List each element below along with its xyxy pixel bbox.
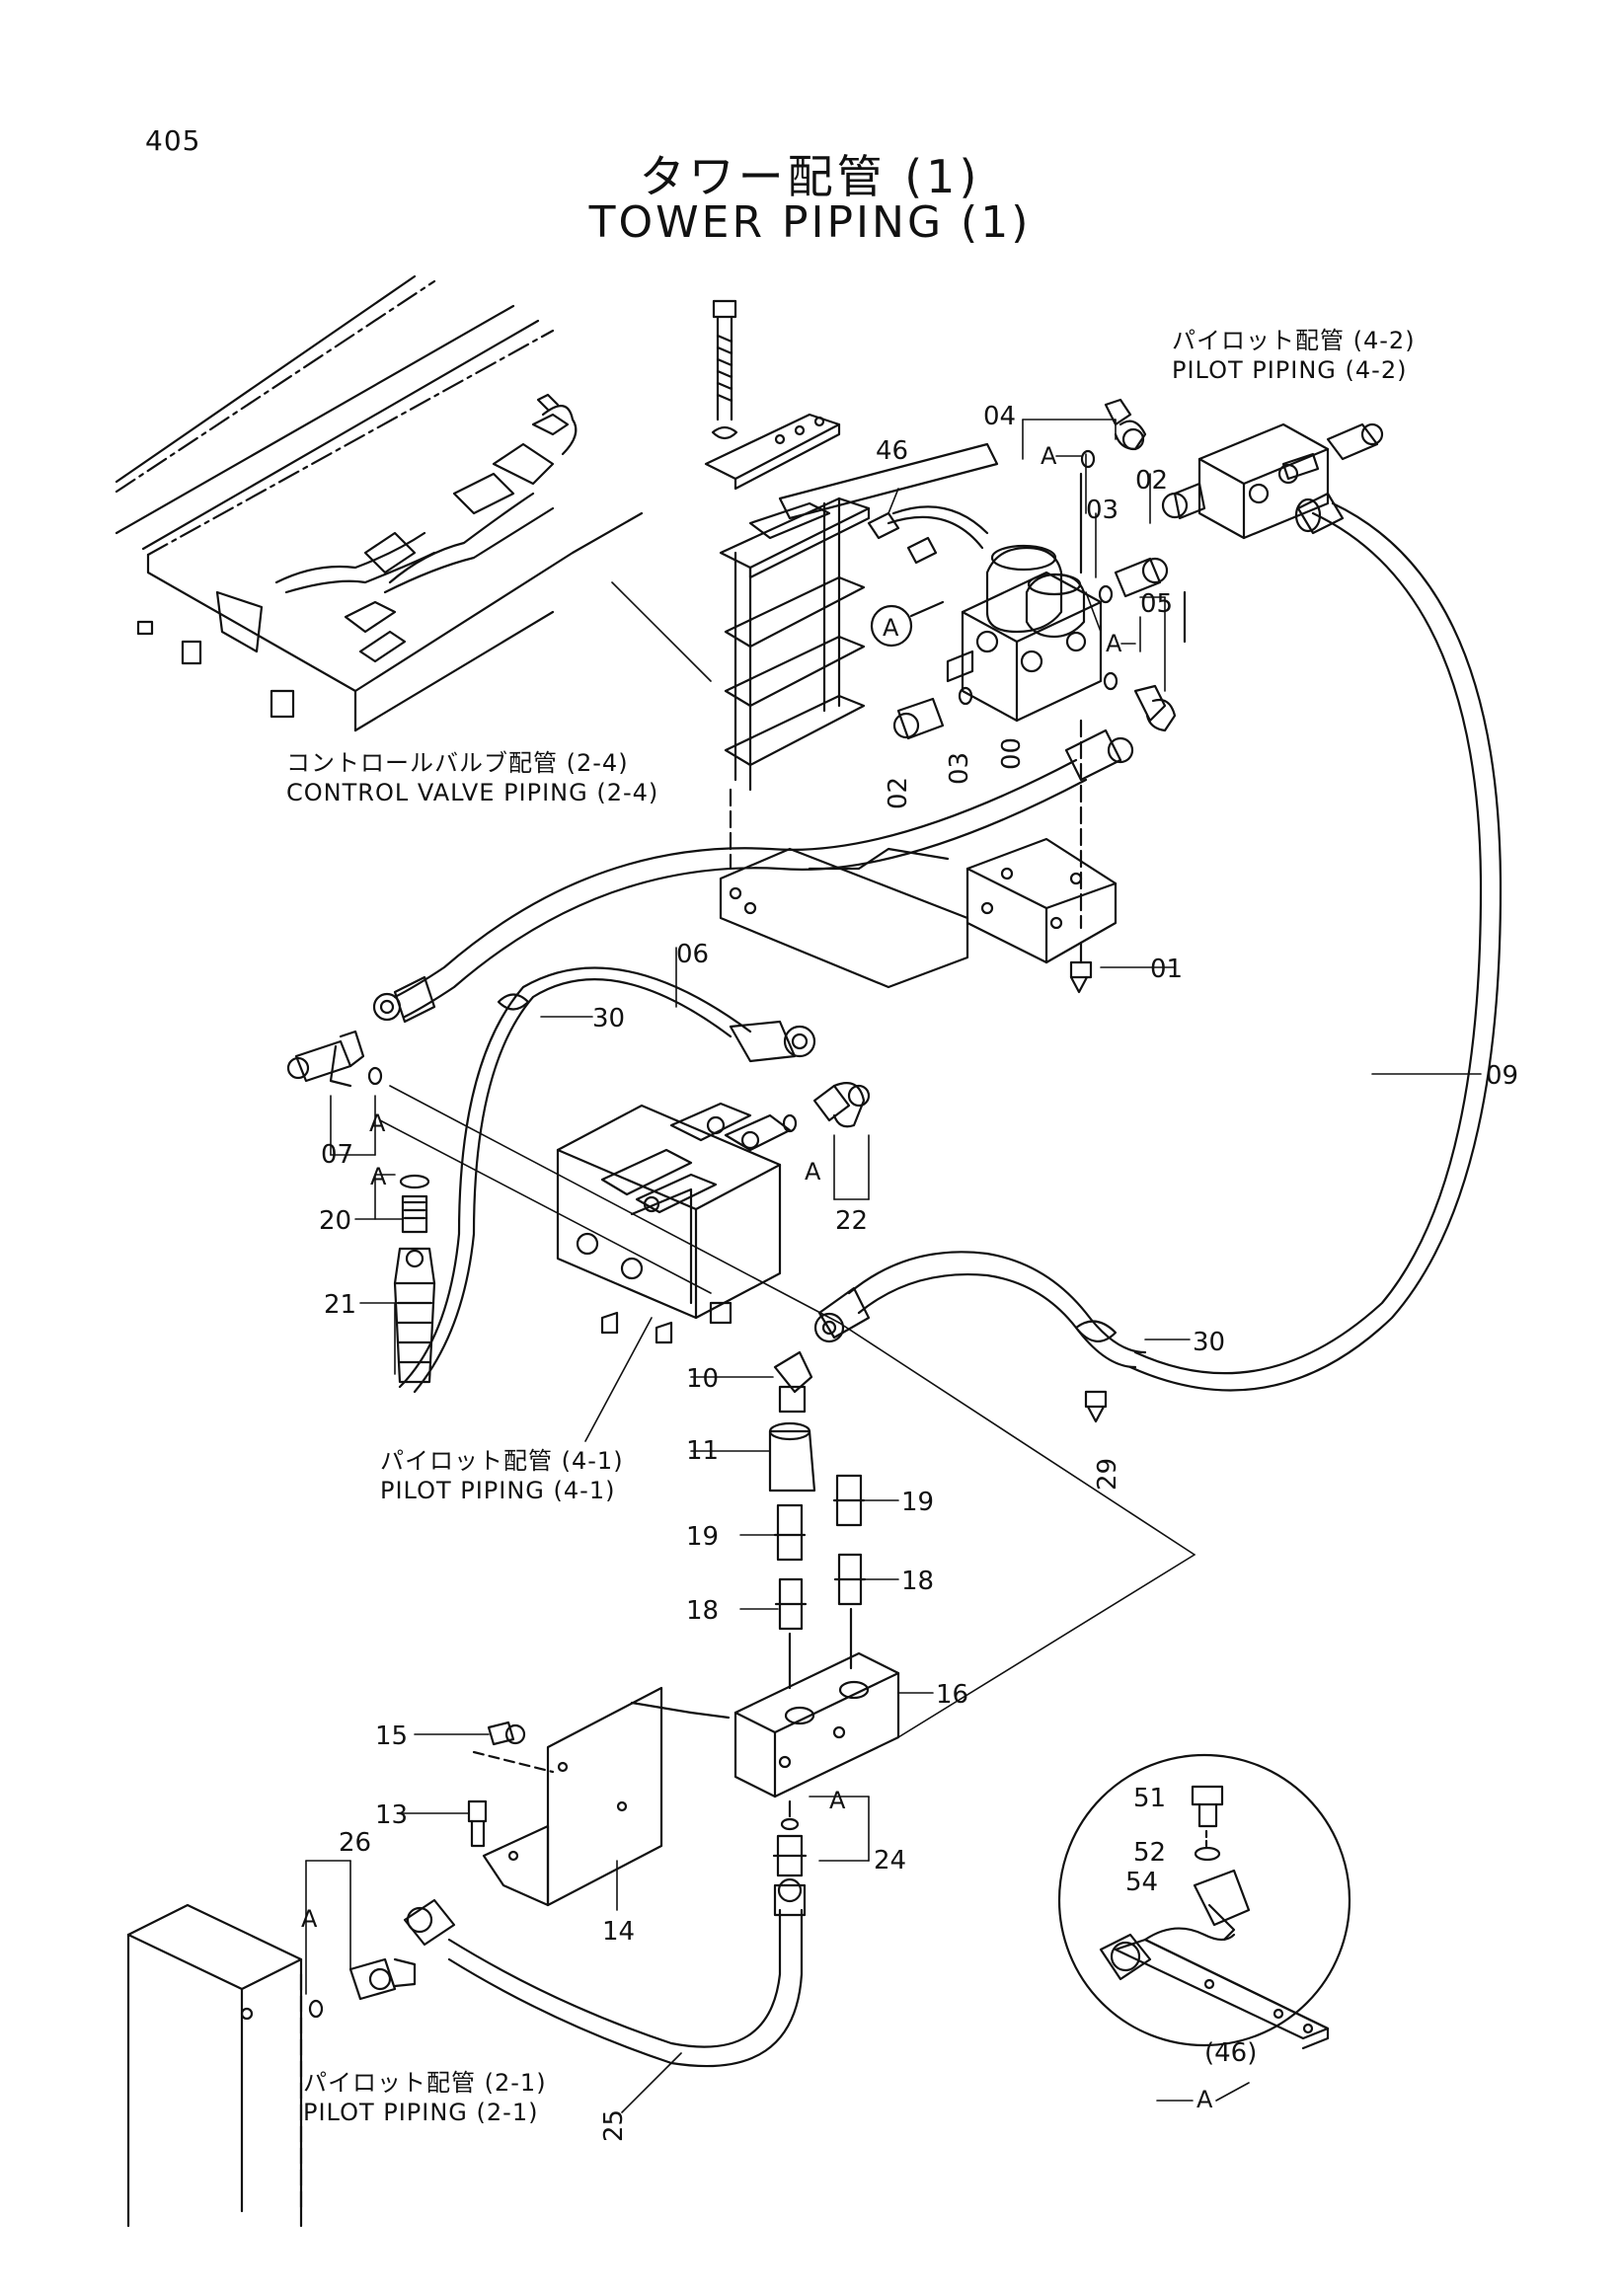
callout-labels: 46 04 02 03 05 02 03 00 06 01 30 09 07 2…: [319, 402, 1518, 2142]
callout-10: 10: [686, 1364, 719, 1394]
page-number: 405: [145, 124, 201, 157]
callout-06: 06: [676, 940, 709, 969]
solenoid-valve-block-00: [867, 472, 1103, 930]
callout-22: 22: [835, 1206, 868, 1236]
callout-19-left: 19: [686, 1522, 719, 1552]
bracket-14: [467, 1686, 731, 1907]
callout-30-upper: 30: [592, 1004, 625, 1033]
ref-pilot-piping-2-1: パイロット配管 (2-1) PILOT PIPING (2-1): [303, 2068, 547, 2127]
callout-11: 11: [686, 1436, 719, 1466]
hose-09: [1128, 492, 1503, 1392]
callout-18-right: 18: [901, 1567, 934, 1596]
left-fittings: [286, 1030, 436, 1384]
pilot-block-4-2: [1161, 422, 1384, 540]
detail-view-a: [1057, 1753, 1351, 2050]
view-mark-a-22: A: [805, 1158, 821, 1186]
view-mark-a-20: A: [370, 1163, 387, 1190]
view-mark-a-04: A: [1041, 442, 1057, 470]
hose-center: [813, 1251, 1147, 1423]
ref-jp: パイロット配管 (4-1): [380, 1447, 624, 1475]
tank-outline: [126, 1903, 303, 2228]
view-a-marker: [870, 600, 945, 648]
ref-en: PILOT PIPING (2-1): [303, 2099, 539, 2126]
title-english: TOWER PIPING (1): [588, 197, 1032, 248]
leader-lines: [379, 453, 1196, 1738]
callout-07: 07: [321, 1140, 353, 1170]
view-mark-leaders: [1055, 455, 1250, 2102]
callout-25: 25: [599, 2109, 629, 2142]
view-mark-a-detail: A: [1196, 2086, 1213, 2113]
callout-00: 00: [997, 737, 1027, 770]
callout-02-right: 02: [1135, 466, 1168, 496]
callout-09: 09: [1486, 1061, 1518, 1091]
callout-26: 26: [339, 1828, 371, 1858]
mounting-pedestal: [719, 837, 1118, 994]
callout-18-left: 18: [686, 1596, 719, 1626]
callout-21: 21: [324, 1290, 356, 1320]
callout-54: 54: [1125, 1868, 1158, 1897]
callout-46: 46: [876, 436, 908, 466]
callout-14: 14: [602, 1917, 635, 1947]
view-mark-a-07: A: [369, 1110, 386, 1137]
ref-pilot-piping-4-1: パイロット配管 (4-1) PILOT PIPING (4-1): [380, 1446, 624, 1505]
view-mark-a-26: A: [301, 1905, 318, 1933]
fitting-stack: [733, 1350, 900, 1877]
callout-20: 20: [319, 1206, 351, 1236]
title-japanese: タワー配管 (1): [639, 150, 981, 203]
control-valve-frame: [115, 274, 644, 732]
right-fitting-22: [782, 1082, 871, 1133]
pilot-block-4-1: [556, 1102, 792, 1344]
callout-24: 24: [874, 1846, 906, 1875]
callout-04: 04: [983, 402, 1016, 431]
ref-jp: パイロット配管 (2-1): [303, 2069, 547, 2097]
callout-brackets: [305, 419, 1482, 2113]
ref-jp: パイロット配管 (4-2): [1172, 327, 1416, 354]
circle-a-label: A: [883, 614, 899, 642]
view-mark-a-05: A: [1106, 630, 1122, 657]
hose-upper-loop: [398, 966, 816, 1394]
callout-51: 51: [1133, 1784, 1166, 1813]
hose-06: [372, 728, 1134, 1024]
callout-13: 13: [375, 1800, 408, 1830]
callout-03-bottom: 03: [945, 752, 974, 785]
callout-19-right: 19: [901, 1488, 934, 1517]
callout-15: 15: [375, 1722, 408, 1751]
valve-fittings: [892, 398, 1187, 740]
callout-05: 05: [1140, 589, 1173, 619]
callout-46-detail: (46): [1204, 2038, 1257, 2068]
ref-en: CONTROL VALVE PIPING (2-4): [286, 779, 659, 806]
callout-29: 29: [1093, 1458, 1122, 1491]
view-mark-a-24: A: [829, 1787, 846, 1814]
ref-en: PILOT PIPING (4-1): [380, 1477, 616, 1504]
view-marks: A A A A A A A A A: [301, 442, 1213, 2113]
callout-01: 01: [1150, 955, 1183, 984]
ref-jp: コントロールバルブ配管 (2-4): [286, 749, 629, 777]
callout-52: 52: [1133, 1838, 1166, 1868]
callout-03-top: 03: [1086, 496, 1119, 525]
bracket-assembly-46: [704, 299, 999, 871]
callout-30-lower: 30: [1193, 1328, 1225, 1357]
callout-16: 16: [936, 1680, 968, 1710]
hose-25: [308, 1877, 807, 2068]
ref-en: PILOT PIPING (4-2): [1172, 356, 1408, 384]
callout-02-left: 02: [884, 777, 913, 809]
ref-control-valve-piping: コントロールバルブ配管 (2-4) CONTROL VALVE PIPING (…: [286, 748, 658, 807]
ref-pilot-piping-4-2: パイロット配管 (4-2) PILOT PIPING (4-2): [1172, 326, 1416, 385]
